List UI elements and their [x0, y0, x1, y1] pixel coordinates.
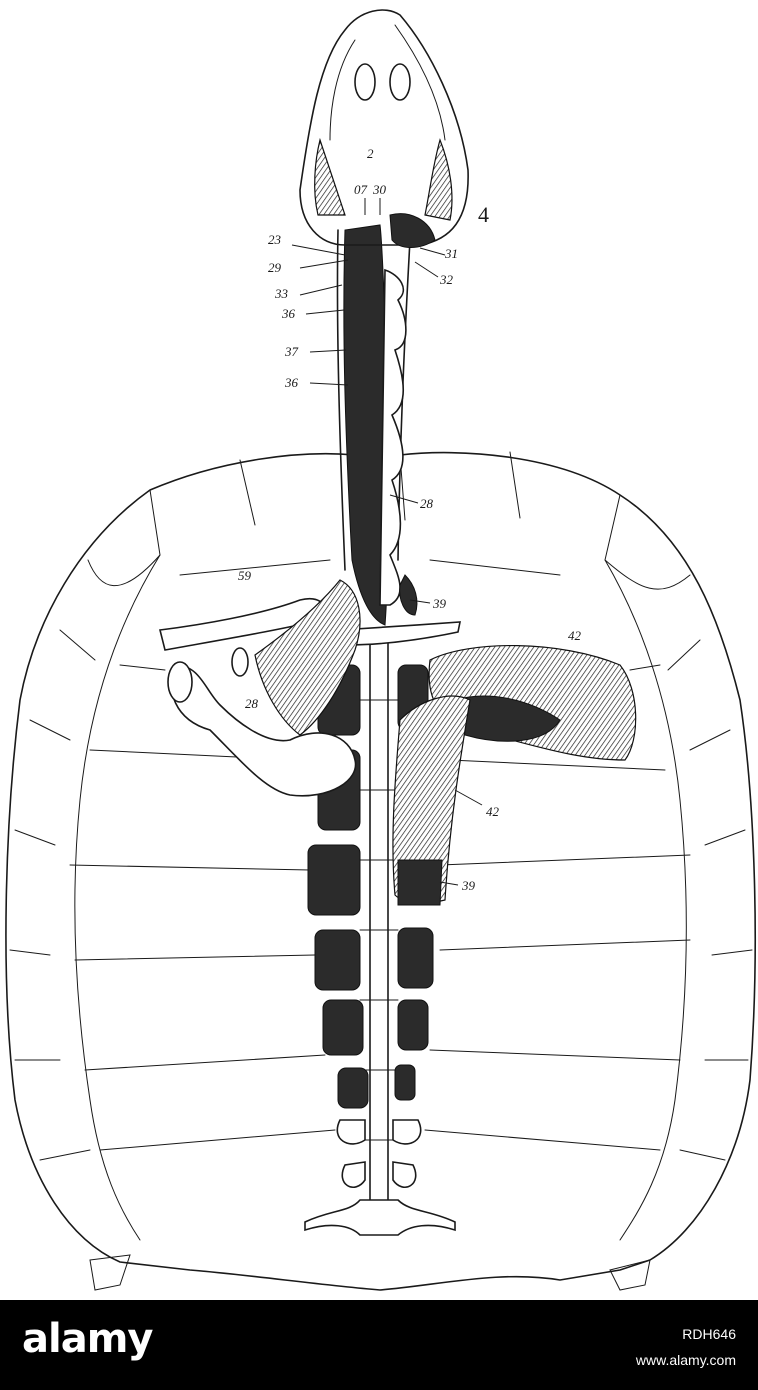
label-07: 07 — [354, 182, 368, 197]
dorsal-muscle-blocks — [307, 664, 434, 1109]
image-id-text: RDH646 — [682, 1326, 736, 1342]
label-59: 59 — [238, 568, 252, 583]
head — [299, 9, 469, 248]
watermark-footer: alamy RDH646 www.alamy.com — [0, 1300, 758, 1390]
label-28-neck: 28 — [420, 496, 434, 511]
label-36-upper: 36 — [281, 306, 296, 321]
leader-lines — [291, 198, 483, 886]
label-23: 23 — [268, 232, 282, 247]
label-31: 31 — [444, 246, 458, 261]
label-39-upper: 39 — [432, 596, 447, 611]
anatomical-illustration: 2 07 30 4 23 29 31 32 33 36 37 36 28 59 … — [5, 9, 757, 1291]
label-42-lower: 42 — [486, 804, 500, 819]
muscle-42 — [392, 644, 637, 906]
site-url-text: www.alamy.com — [635, 1352, 736, 1368]
label-2: 2 — [367, 146, 374, 161]
neck — [336, 224, 418, 626]
label-39-lower: 39 — [461, 878, 476, 893]
pectoral-girdle — [159, 598, 461, 797]
turtle-muscles-drawing: 2 07 30 4 23 29 31 32 33 36 37 36 28 59 … — [5, 9, 757, 1291]
label-29: 29 — [268, 260, 282, 275]
vertebral-column — [304, 639, 456, 1236]
label-32: 32 — [439, 272, 454, 287]
label-4: 4 — [478, 202, 489, 227]
label-42-upper: 42 — [568, 628, 582, 643]
muscle-28 — [254, 579, 361, 736]
label-28-girdle: 28 — [245, 696, 259, 711]
carapace — [5, 451, 757, 1291]
label-30: 30 — [372, 182, 387, 197]
label-33: 33 — [274, 286, 289, 301]
figure-labels: 2 07 30 4 23 29 31 32 33 36 37 36 28 59 … — [238, 146, 582, 893]
label-36-lower: 36 — [284, 375, 299, 390]
label-37: 37 — [284, 344, 299, 359]
brand-logo: alamy — [22, 1316, 153, 1362]
